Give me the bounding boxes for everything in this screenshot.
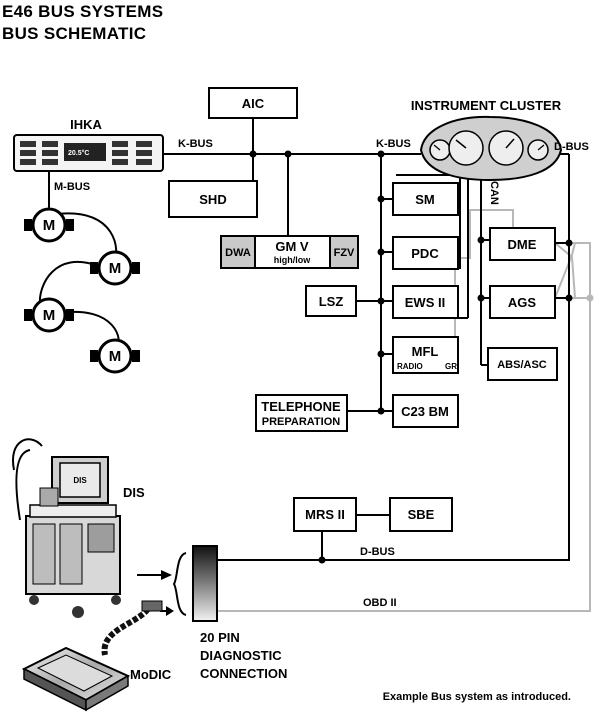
- mfl-radio-label: RADIO: [397, 362, 423, 371]
- mfl-label: MFL: [412, 344, 439, 359]
- motor-4-label: M: [109, 348, 122, 365]
- cable-plug: [141, 600, 163, 612]
- sm-label: SM: [415, 192, 435, 207]
- dis-tester-icon: [11, 438, 121, 618]
- d-bus-and-can-lines: [218, 153, 570, 561]
- modic-label: MoDIC: [130, 667, 172, 682]
- abs-asc-label: ABS/ASC: [497, 359, 547, 371]
- instrument-cluster-label: INSTRUMENT CLUSTER: [411, 98, 562, 113]
- k-bus-right-label: K-BUS: [376, 138, 411, 150]
- motor-2-label: M: [109, 260, 122, 277]
- d-bus-bottom-label: D-BUS: [360, 546, 395, 558]
- abs-asc-module: [487, 347, 558, 381]
- dwa-module: [220, 235, 256, 269]
- ihka-label: IHKA: [70, 117, 102, 132]
- shd-label: SHD: [199, 192, 226, 207]
- dis-label: DIS: [123, 485, 145, 500]
- can-label: CAN: [488, 181, 500, 205]
- pin-label-line-1: 20 PIN: [200, 630, 240, 645]
- fzv-module: [329, 235, 359, 269]
- d-bus-top-label: D-BUS: [554, 141, 589, 153]
- aic-label: AIC: [242, 96, 265, 111]
- k-bus-lines: [163, 118, 469, 413]
- ews-module: [392, 285, 459, 319]
- dme-label: DME: [508, 237, 537, 252]
- ews-label: EWS II: [405, 295, 445, 310]
- title-line-1: E46 BUS SYSTEMS: [2, 2, 164, 21]
- lsz-label: LSZ: [319, 294, 344, 309]
- telephone-preparation-module: [255, 394, 348, 432]
- m-bus-label: M-BUS: [54, 181, 90, 193]
- gm-v-label: GM V: [275, 239, 309, 254]
- m-bus-motor-chain: [24, 207, 140, 374]
- sbe-module: [389, 497, 453, 532]
- modic-cable: [101, 606, 151, 656]
- k-bus-left-label: K-BUS: [178, 138, 213, 150]
- gm-v-sub-label: high/low: [274, 255, 311, 265]
- c23bm-module: [392, 394, 459, 428]
- modic-device-icon: [21, 646, 131, 712]
- title-line-2: BUS SCHEMATIC: [2, 24, 147, 43]
- sbe-label: SBE: [408, 507, 435, 522]
- pin-label-line-2: DIAGNOSTIC: [200, 648, 282, 663]
- instrument-cluster-icon: [419, 115, 563, 182]
- junction-dots: [249, 150, 573, 564]
- mfl-module: [392, 336, 459, 374]
- footer-note: Example Bus system as introduced.: [383, 691, 571, 703]
- dwa-label: DWA: [225, 247, 251, 259]
- ags-module: [489, 285, 556, 319]
- c23bm-label: C23 BM: [401, 404, 449, 419]
- mfl-gr-label: GR: [445, 362, 457, 371]
- dis-screen-label: DIS: [73, 476, 87, 485]
- dme-module: [489, 227, 556, 261]
- telephone-label-line-1: TELEPHONE: [261, 399, 341, 414]
- motor-3-label: M: [43, 307, 56, 324]
- obd-label: OBD II: [363, 597, 397, 609]
- fzv-label: FZV: [334, 247, 355, 259]
- mrs-label: MRS II: [305, 507, 345, 522]
- pdc-label: PDC: [411, 246, 439, 261]
- lsz-module: [305, 285, 357, 317]
- diagnostic-connector: [192, 545, 218, 622]
- sm-module: [392, 182, 459, 216]
- shd-module: [168, 180, 258, 218]
- telephone-label-line-2: PREPARATION: [262, 416, 340, 428]
- mrs-module: [293, 497, 357, 532]
- gm-v-module: [254, 235, 331, 269]
- ags-label: AGS: [508, 295, 537, 310]
- ihka-temperature-display: 20.5°C: [68, 149, 89, 157]
- aic-module: [208, 87, 298, 119]
- pin-label-line-3: CONNECTION: [200, 666, 287, 681]
- pdc-module: [392, 236, 459, 270]
- ihka-control-panel: [13, 134, 164, 172]
- motor-1-label: M: [43, 217, 56, 234]
